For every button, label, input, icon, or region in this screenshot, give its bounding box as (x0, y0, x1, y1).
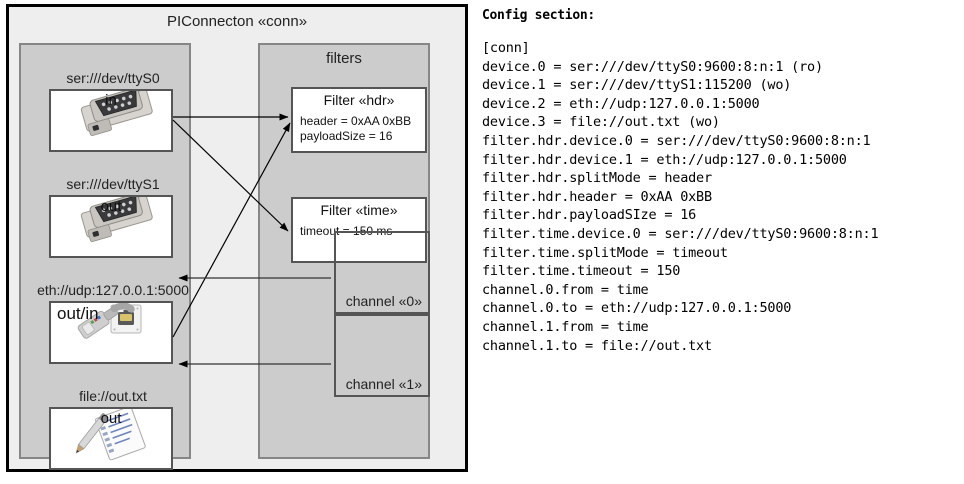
device-ttys1-caption: ser:///dev/ttyS1 (66, 176, 160, 192)
config-line: channel.1.from = time (482, 318, 649, 335)
serial-connector-icon (51, 197, 171, 256)
config-line: filter.hdr.header = 0xAA 0xBB (482, 188, 712, 205)
config-panel: Config section: [conn] device.0 = ser:///… (482, 8, 960, 355)
filter-hdr-attr-header: header = 0xAA 0xBB (300, 114, 412, 128)
config-line: filter.time.splitMode = timeout (482, 244, 728, 261)
config-line: filter.hdr.device.1 = eth://udp:127.0.0.… (482, 151, 847, 168)
ethernet-jack-icon (51, 303, 171, 362)
config-line: filter.hdr.splitMode = header (482, 170, 712, 187)
device-file[interactable]: file://out.txt (49, 388, 173, 470)
channel-0-label: channel «0» (345, 293, 422, 309)
config-line: filter.time.timeout = 150 (482, 263, 681, 280)
config-line: channel.0.to = eth://udp:127.0.0.1:5000 (482, 300, 792, 317)
filters-group: filters Filter «hdr» header = 0xAA 0xBB … (258, 43, 430, 459)
config-heading: Config section: (482, 8, 595, 23)
config-line: device.1 = ser:///dev/ttyS1:115200 (wo) (482, 77, 792, 94)
filter-time-card[interactable]: Filter «time» timeout = 150 ms (291, 197, 427, 263)
filter-hdr-title: Filter «hdr» (323, 92, 395, 108)
device-eth[interactable]: eth://udp:127.0.0.1:5000 (37, 282, 189, 364)
serial-connector-icon (51, 91, 171, 150)
device-ttys1[interactable]: ser:///dev/ttyS1 (49, 176, 173, 258)
config-line: filter.time.device.0 = ser:///dev/ttyS0:… (482, 225, 879, 242)
config-line: filter.hdr.device.0 = ser:///dev/ttyS0:9… (482, 132, 871, 149)
config-line: filter.hdr.payloadSIze = 16 (482, 207, 697, 224)
config-line: device.2 = eth://udp:127.0.0.1:5000 (482, 95, 760, 112)
channel-1-box: channel «1» (334, 314, 430, 397)
config-line: device.3 = file://out.txt (wo) (482, 114, 720, 131)
device-ttys0[interactable]: ser:///dev/ttyS0 (49, 70, 173, 152)
filter-hdr-card[interactable]: Filter «hdr» header = 0xAA 0xBB payloadS… (291, 87, 427, 153)
filter-time-title: Filter «time» (320, 202, 398, 218)
filter-hdr-attr-payloadsize: payloadSize = 16 (300, 129, 393, 143)
devices-group: ser:///dev/ttyS0 (19, 43, 191, 470)
channel-1-label: channel «1» (345, 376, 422, 392)
config-listing: [conn] device.0 = ser:///dev/ttyS0:9600:8… (482, 39, 960, 355)
config-line: device.0 = ser:///dev/ttyS0:9600:8:n:1 (… (482, 58, 823, 75)
channel-0-box: channel «0» (334, 231, 430, 314)
text-document-icon (51, 409, 171, 468)
config-line: channel.1.to = file://out.txt (482, 337, 712, 354)
filters-group-title: filters (326, 50, 362, 67)
config-line: [conn] (482, 40, 530, 56)
connector-diagram: PIConnecton «conn» ser:///dev/ttyS0 (6, 4, 468, 472)
filter-hdr-attrs: header = 0xAA 0xBB payloadSize = 16 (300, 114, 411, 144)
device-file-caption: file://out.txt (79, 388, 147, 404)
device-eth-caption: eth://udp:127.0.0.1:5000 (37, 282, 189, 298)
device-ttys0-caption: ser:///dev/ttyS0 (66, 70, 160, 86)
config-line: channel.0.from = time (482, 281, 649, 298)
diagram-title: PIConnecton «conn» (166, 13, 308, 30)
